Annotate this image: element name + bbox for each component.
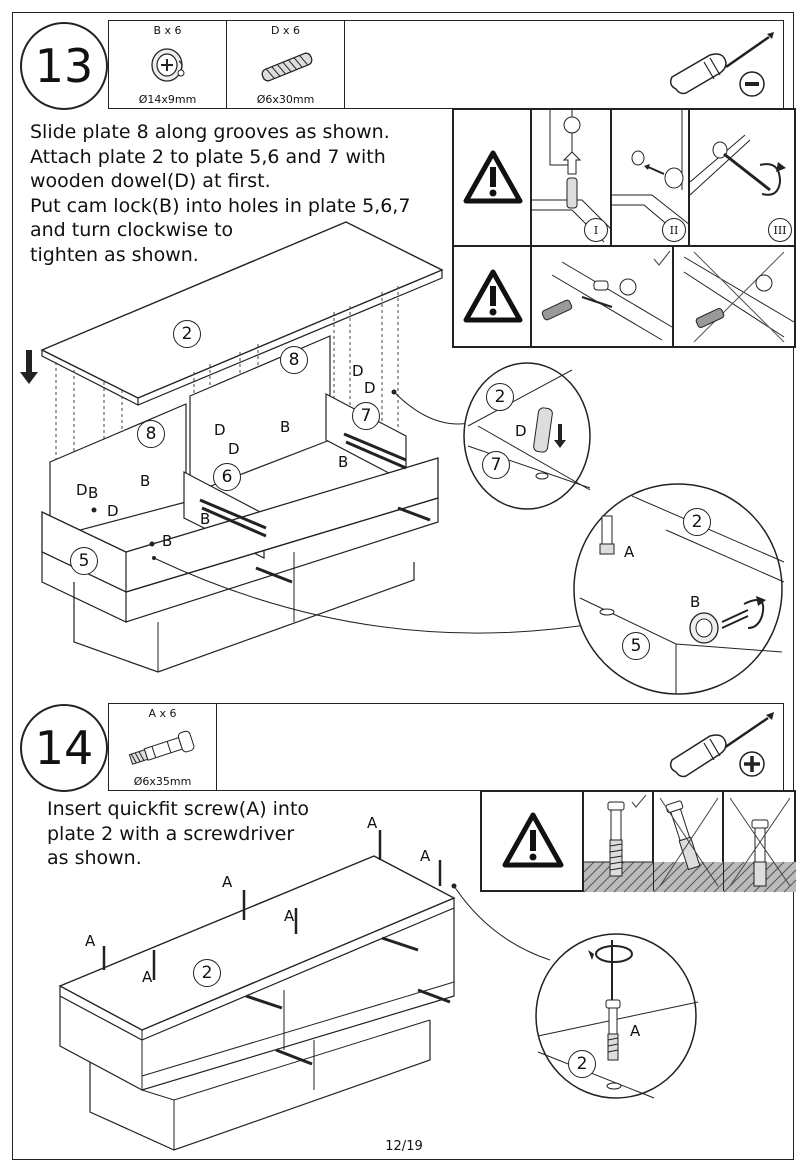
screw-correct-illustration: [583, 794, 655, 893]
panel-ii: II: [611, 109, 691, 246]
warning-cell: [453, 109, 531, 246]
warning-cell: [481, 791, 583, 891]
detail-plate-5: 5: [622, 632, 650, 660]
part-cell-cam-lock: B x 6 Ø14x9mm: [109, 21, 227, 108]
callout-cam-b: B: [162, 532, 173, 550]
callout-dowel-d: D: [228, 440, 240, 458]
callout-dowel-d: D: [364, 379, 376, 397]
part-size: Ø6x30mm: [256, 93, 315, 106]
callout-cam-b: B: [200, 510, 211, 528]
callout-screw-a: A: [284, 907, 295, 925]
incorrect-assembly-illustration: [683, 251, 795, 343]
screw-tilted-illustration: [653, 797, 725, 893]
step-13-number: 13: [20, 22, 108, 110]
step-13-assembly-drawing: [20, 221, 605, 673]
step-13-warning-panels: I II III: [452, 108, 796, 348]
part-size: Ø6x35mm: [133, 775, 192, 788]
panel-label-ii: II: [662, 218, 686, 242]
page-number: 12/19: [385, 1139, 423, 1154]
callout-cam-b: B: [140, 472, 151, 490]
step-14-number: 14: [20, 704, 108, 792]
phillips-screwdriver-icon: [669, 712, 774, 778]
warning-triangle-icon: [463, 269, 523, 323]
step-14-instruction: Insert quickfit screw(A) into plate 2 wi…: [47, 798, 310, 869]
flathead-screwdriver-icon: [669, 32, 774, 97]
panel-i: I: [531, 109, 613, 246]
step-14-parts-bar: A x 6 Ø6x35mm: [108, 703, 784, 791]
screw-incorrect-panel: [653, 791, 725, 893]
warning-cell-2: [453, 246, 531, 347]
detail-cam-lock-circle: [573, 483, 785, 695]
callout-screw-a: A: [367, 814, 378, 832]
detail-plate-2: 2: [486, 383, 514, 411]
warning-triangle-icon: [502, 812, 564, 868]
correct-assembly-panel: [531, 246, 673, 347]
part-cell-dowel: D x 6 Ø6x30mm: [227, 21, 345, 108]
callout-cam-b: B: [338, 453, 349, 471]
callout-screw-a: A: [85, 932, 96, 950]
callout-dowel-d: D: [76, 481, 88, 499]
step-14-warning-panels: [480, 790, 797, 893]
callout-cam-b: B: [88, 484, 99, 502]
plate-label-8-left: 8: [137, 420, 165, 448]
tighten-illustration: [689, 134, 786, 196]
correct-assembly-illustration: [541, 250, 673, 341]
part-cell-quickfit-screw: A x 6 Ø6x35mm: [109, 704, 217, 790]
incorrect-assembly-panel: [673, 246, 795, 347]
callout-screw-a: A: [142, 968, 153, 986]
detail-screw-circle: [535, 933, 699, 1099]
callout-dowel-d: D: [352, 362, 364, 380]
part-qty: B x 6: [153, 24, 182, 37]
part-qty: A x 6: [148, 707, 177, 720]
detail-plate-7: 7: [482, 451, 510, 479]
detail-screw-a-label: A: [624, 543, 635, 561]
warning-triangle-icon: [463, 150, 523, 204]
callout-screw-a: A: [222, 873, 233, 891]
plate-label-2: 2: [193, 959, 221, 987]
callout-dowel-d: D: [107, 502, 119, 520]
detail-cam-b-label: B: [690, 593, 701, 611]
plate-label-7: 7: [352, 402, 380, 430]
detail-dowel-label: D: [515, 422, 527, 440]
plate-label-2: 2: [173, 320, 201, 348]
quickfit-screw-icon: [128, 730, 195, 765]
panel-label-i: I: [584, 218, 608, 242]
detail-plate-2: 2: [568, 1050, 596, 1078]
plate-label-5: 5: [70, 547, 98, 575]
part-size: Ø14x9mm: [138, 93, 197, 106]
screw-correct-panel: [583, 791, 655, 893]
step-13-parts-bar: B x 6 Ø14x9mm D x 6 Ø6x30mm: [108, 20, 784, 109]
plate-label-6: 6: [213, 463, 241, 491]
screw-incorrect-panel: [723, 791, 797, 893]
page-frame: [12, 12, 794, 1160]
detail-screw-a-label: A: [630, 1022, 641, 1040]
callout-screw-a: A: [420, 847, 431, 865]
detail-plate-2: 2: [683, 508, 711, 536]
dowel-insert-illustration: [532, 110, 613, 243]
panel-iii: III: [689, 109, 795, 246]
step-13-instruction: Slide plate 8 along grooves as shown. At…: [30, 121, 411, 266]
cam-insert-illustration: [612, 110, 691, 238]
part-qty: D x 6: [271, 24, 300, 37]
callout-dowel-d: D: [214, 421, 226, 439]
wooden-dowel-icon: [261, 52, 313, 82]
screw-deep-illustration: [723, 797, 797, 893]
callout-cam-b: B: [280, 418, 291, 436]
plate-label-8-right: 8: [280, 346, 308, 374]
step-14-assembly-drawing: [58, 830, 551, 1151]
panel-label-iii: III: [768, 218, 792, 242]
cam-lock-icon: [151, 48, 185, 82]
